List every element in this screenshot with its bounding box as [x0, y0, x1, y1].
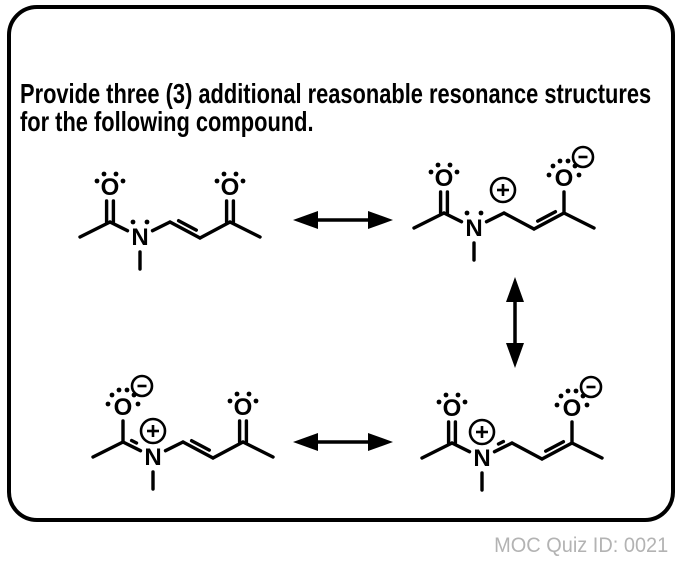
svg-text:N: N [473, 445, 490, 472]
svg-text:N: N [144, 444, 161, 471]
resonance-arrow-bottom-icon [293, 433, 393, 451]
svg-text:O: O [221, 174, 240, 201]
resonance-arrow-right-icon [506, 277, 524, 368]
svg-text:O: O [114, 394, 133, 421]
svg-text:O: O [435, 165, 454, 192]
svg-text:O: O [563, 395, 582, 422]
question-text-line2: for the following compound. [20, 106, 314, 137]
svg-text:O: O [234, 394, 253, 421]
quiz-border-frame [7, 5, 675, 522]
svg-text:O: O [101, 174, 120, 201]
svg-text:N: N [131, 224, 148, 251]
question-text-line1: Provide three (3) additional reasonable … [20, 78, 652, 109]
svg-text:N: N [465, 215, 482, 242]
svg-text:O: O [443, 395, 462, 422]
svg-text:O: O [555, 165, 574, 192]
question-text: Provide three (3) additional reasonable … [20, 80, 651, 136]
quiz-id-label: MOC Quiz ID: 0021 [493, 534, 668, 557]
resonance-arrow-top-icon [293, 211, 393, 229]
